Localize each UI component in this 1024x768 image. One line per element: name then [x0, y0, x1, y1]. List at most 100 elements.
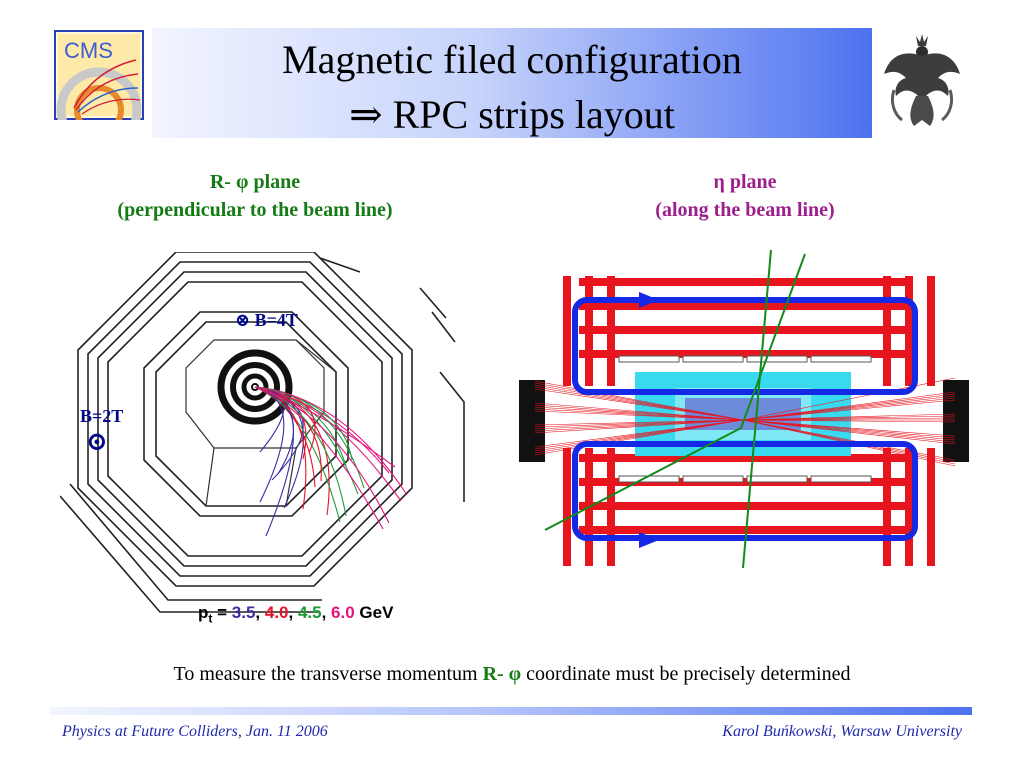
slide-title-line1: Magnetic filed configuration — [282, 37, 742, 82]
pt-value-3: 4.5 — [297, 603, 322, 622]
yoke-bar — [579, 350, 911, 358]
pt-unit: GeV — [354, 603, 394, 622]
particle-track — [742, 419, 956, 423]
particle-track — [742, 419, 956, 461]
yoke-bar — [563, 448, 571, 566]
return-yoke-bars — [563, 276, 935, 566]
yoke-bar — [579, 526, 911, 534]
footer-conference: Physics at Future Colliders, Jan. 11 200… — [62, 723, 328, 740]
caption-highlight: R- φ — [482, 663, 522, 685]
particle-track — [534, 419, 744, 450]
particle-track — [742, 419, 956, 443]
pt-separator: , — [288, 603, 298, 622]
particle-track — [742, 417, 956, 421]
muon-tracks — [254, 386, 408, 537]
footer-divider — [50, 707, 972, 715]
caption-text-before: To measure the transverse momentum — [173, 663, 483, 685]
b-field-outer-value: B=2T — [80, 406, 124, 426]
eta-plane-subtitle: (along the beam line) — [655, 199, 835, 221]
eta-plane-detector-diagram — [519, 249, 969, 569]
yoke-bar — [579, 278, 911, 286]
yoke-bar — [905, 448, 913, 566]
particle-track — [534, 384, 744, 421]
warsaw-eagle-emblem — [884, 34, 960, 126]
caption-text-after: coordinate must be precisely determined — [521, 663, 851, 685]
field-arrows — [639, 292, 659, 548]
green-tracks — [544, 249, 806, 569]
pt-separator: , — [255, 603, 265, 622]
particle-track — [534, 419, 744, 432]
yoke-bar — [927, 448, 935, 566]
yoke-bar — [883, 448, 891, 566]
yoke-bar — [607, 276, 615, 386]
particle-track — [742, 399, 956, 421]
particle-track — [534, 380, 744, 421]
particle-track — [742, 413, 956, 421]
cms-logo: CMS — [54, 30, 144, 120]
particle-track — [534, 406, 744, 421]
particle-track — [534, 404, 744, 421]
yoke-bar — [607, 448, 615, 566]
solenoid-and-calorimeter — [185, 339, 337, 507]
pt-values-caption: pt = 3.5, 4.0, 4.5, 6.0 GeV — [198, 603, 393, 625]
r-phi-detector-diagram — [60, 252, 465, 613]
eta-plane-heading: η plane (along the beam line) — [560, 168, 930, 224]
pt-value-1: 3.5 — [231, 603, 256, 622]
pt-symbol: p — [198, 603, 209, 622]
cms-logo-text: CMS — [64, 38, 113, 63]
particle-track — [534, 419, 744, 452]
yoke-bar — [579, 326, 911, 334]
particle-track — [534, 402, 744, 421]
yoke-bar — [563, 276, 571, 386]
particle-track — [534, 419, 744, 430]
yoke-bar — [585, 276, 593, 386]
tracker-rings — [217, 349, 293, 425]
particle-track — [742, 419, 956, 445]
particle-track — [534, 419, 744, 448]
yoke-bar — [579, 478, 911, 486]
yoke-bar — [579, 302, 911, 310]
r-phi-plane-subtitle: (perpendicular to the beam line) — [117, 199, 393, 221]
particle-track — [534, 388, 744, 421]
particle-track — [742, 419, 956, 439]
solenoid-coils — [618, 355, 872, 483]
muon-track — [254, 386, 390, 524]
yoke-bar — [579, 502, 911, 510]
b-field-inner-value: B=4T — [254, 310, 298, 330]
particle-track — [742, 391, 956, 421]
yoke-bar — [579, 454, 911, 462]
particle-track — [742, 395, 956, 421]
particle-track — [534, 419, 744, 428]
slide-title-line2: ⇒ RPC strips layout — [349, 92, 675, 137]
particle-track — [742, 393, 956, 421]
particle-track — [534, 419, 744, 426]
footer-author: Karol Buńkowski, Warsaw University — [722, 723, 962, 740]
particle-track — [534, 382, 744, 421]
into-page-icon: ⊗ — [235, 310, 251, 330]
yoke-bar — [905, 276, 913, 386]
particle-track — [742, 397, 956, 421]
yoke-bar — [883, 276, 891, 386]
octagonal-muon-layers — [77, 252, 413, 587]
eta-plane-title: η plane — [713, 171, 777, 193]
particle-track — [534, 419, 744, 434]
r-phi-plane-heading: R- φ plane (perpendicular to the beam li… — [40, 168, 470, 224]
muon-track — [254, 386, 384, 530]
particle-track — [534, 386, 744, 421]
particle-track — [742, 377, 956, 421]
particle-track — [742, 419, 956, 437]
muon-track — [254, 386, 408, 496]
pt-equals: = — [212, 603, 232, 622]
particle-track — [534, 419, 744, 456]
b-field-inner-label: ⊗ B=4T — [235, 310, 298, 331]
pt-value-4: 6.0 — [331, 603, 355, 622]
pt-value-2: 4.0 — [264, 603, 289, 622]
particle-track — [742, 415, 956, 421]
r-phi-plane-title: R- φ plane — [209, 171, 301, 193]
out-of-page-icon: ⊙ — [86, 427, 108, 456]
title-bar — [152, 28, 872, 138]
yoke-bar — [927, 276, 935, 386]
pt-separator: , — [321, 603, 332, 622]
conclusion-caption: To measure the transverse momentum R- φ … — [0, 663, 1024, 686]
particle-track — [534, 419, 744, 454]
